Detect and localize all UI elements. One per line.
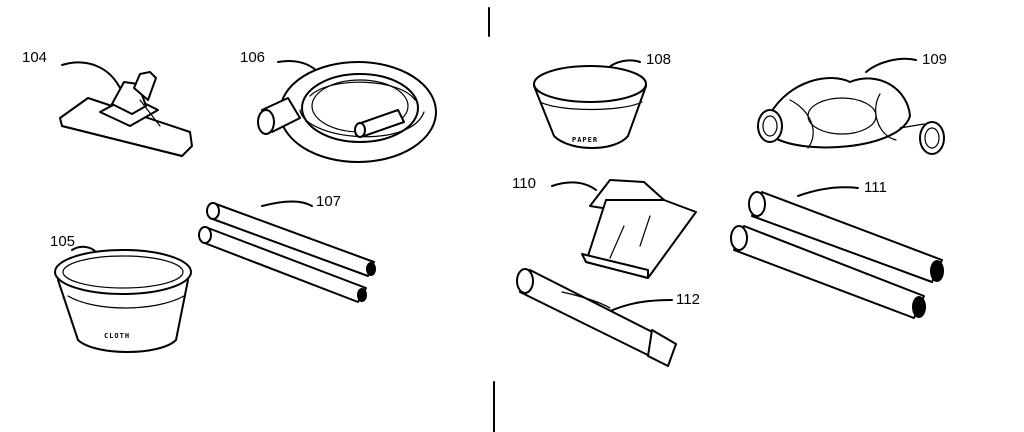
- part-110-upholstery-nozzle: [551, 179, 697, 279]
- part-109-elbow: [757, 57, 945, 155]
- part-105-cloth-filter: CLOTH: [54, 245, 192, 353]
- part-104-floor-nozzle: [59, 61, 193, 157]
- label-108: 108: [646, 51, 671, 68]
- label-104: 104: [22, 49, 47, 66]
- part-112-crevice-tool: [516, 268, 677, 367]
- label-112: 112: [676, 291, 700, 308]
- label-106: 106: [240, 49, 265, 66]
- part-107-tubes: [198, 200, 376, 303]
- label-109: 109: [922, 51, 947, 68]
- part-111-tubes: [730, 186, 944, 319]
- label-105: 105: [50, 233, 75, 250]
- part-108-paper-filter: PAPER: [533, 59, 647, 149]
- stamp-paper: PAPER: [572, 136, 598, 144]
- label-107: 107: [316, 193, 341, 210]
- label-110: 110: [512, 175, 536, 192]
- stamp-cloth: CLOTH: [104, 332, 130, 340]
- label-111: 111: [864, 179, 887, 196]
- part-106-hose: [257, 60, 437, 163]
